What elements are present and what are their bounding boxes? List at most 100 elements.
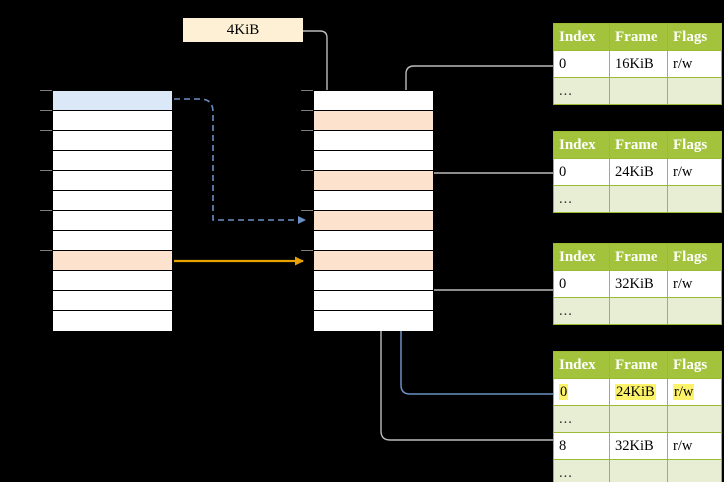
header-flags: Flags [667,23,722,51]
cell-flags: r/w [667,50,722,78]
mem-row [314,91,433,111]
mem-row [314,231,433,251]
mem-row [53,191,172,211]
physical-memory-column [313,90,434,331]
page-table-1: Index Frame Flags 0 16KiB r/w ... [553,23,722,105]
table-row[interactable]: 0 16KiB r/w [553,50,722,78]
cell-flags [667,459,722,482]
cell-index-text: 0 [559,383,569,400]
table-row[interactable]: ... [553,185,722,213]
cell-flags-text: r/w [673,383,695,400]
table-row[interactable]: ... [553,405,722,433]
cell-frame: 32KiB [609,432,668,460]
table-row[interactable]: 0 32KiB r/w [553,270,722,298]
wire-table2-to-frame [415,172,553,217]
table-row[interactable]: 0 24KiB r/w [553,378,722,406]
table-row[interactable]: ... [553,77,722,105]
mem-row [314,191,433,211]
header-flags: Flags [667,131,722,159]
tick-mark [40,110,52,112]
mem-row [314,251,433,271]
cell-frame [609,185,668,213]
page-table-4: Index Frame Flags 0 24KiB r/w ... 8 32Ki… [553,351,722,482]
mem-row [53,91,172,111]
cell-frame [609,297,668,325]
mem-row [53,251,172,271]
mem-row [53,171,172,191]
cell-index: 0 [553,270,610,298]
virtual-address-space-column [52,90,173,331]
header-index: Index [553,351,610,379]
wire-table3-to-frame [416,264,553,291]
table-row[interactable]: 8 32KiB r/w [553,432,722,460]
size-label-4kib: 4KiB [183,18,303,42]
mem-row [53,291,172,311]
mem-row [314,131,433,151]
mem-row [314,311,433,331]
mem-row [314,151,433,171]
tick-mark [301,90,313,92]
cell-frame [609,405,668,433]
mem-row [314,111,433,131]
tick-mark [301,110,313,112]
mem-row [53,151,172,171]
mem-row [314,291,433,311]
mem-row [53,131,172,151]
header-frame: Frame [609,23,668,51]
cell-flags [667,185,722,213]
cell-index: ... [553,77,610,105]
table-row[interactable]: ... [553,297,722,325]
cell-index: 0 [553,378,610,406]
tick-mark [40,90,52,92]
mem-row [314,171,433,191]
mem-row [53,271,172,291]
tick-mark [301,170,313,172]
table-header-row: Index Frame Flags [553,351,722,379]
tick-mark [40,130,52,132]
tick-mark [40,210,52,212]
header-frame: Frame [609,243,668,271]
tick-mark [40,170,52,172]
header-flags: Flags [667,351,722,379]
header-index: Index [553,243,610,271]
mem-row [53,311,172,331]
cell-flags: r/w [667,378,722,406]
header-index: Index [553,23,610,51]
cell-index: 0 [553,50,610,78]
header-frame: Frame [609,351,668,379]
cell-flags: r/w [667,158,722,186]
mem-row [53,231,172,251]
table-row[interactable]: 0 24KiB r/w [553,158,722,186]
cell-frame [609,459,668,482]
page-table-3: Index Frame Flags 0 32KiB r/w ... [553,243,722,325]
cell-frame: 16KiB [609,50,668,78]
cell-flags [667,297,722,325]
header-index: Index [553,131,610,159]
table-header-row: Index Frame Flags [553,23,722,51]
tick-mark [301,130,313,132]
header-flags: Flags [667,243,722,271]
cell-index: 8 [553,432,610,460]
tick-mark [301,210,313,212]
tick-mark [40,250,52,252]
mem-row [53,111,172,131]
cell-frame: 32KiB [609,270,668,298]
table-row[interactable]: ... [553,459,722,482]
cell-flags [667,77,722,105]
cell-index: 0 [553,158,610,186]
tick-mark [301,250,313,252]
cell-frame: 24KiB [609,378,668,406]
mem-row [53,211,172,231]
mem-row [314,211,433,231]
cell-flags: r/w [667,270,722,298]
cell-frame-text: 24KiB [615,383,656,400]
wire-virtual-page-dashed [174,98,306,224]
cell-index: ... [553,459,610,482]
header-frame: Frame [609,131,668,159]
cell-index: ... [553,297,610,325]
cell-flags [667,405,722,433]
mem-row [314,271,433,291]
cell-index: ... [553,405,610,433]
cell-frame: 24KiB [609,158,668,186]
